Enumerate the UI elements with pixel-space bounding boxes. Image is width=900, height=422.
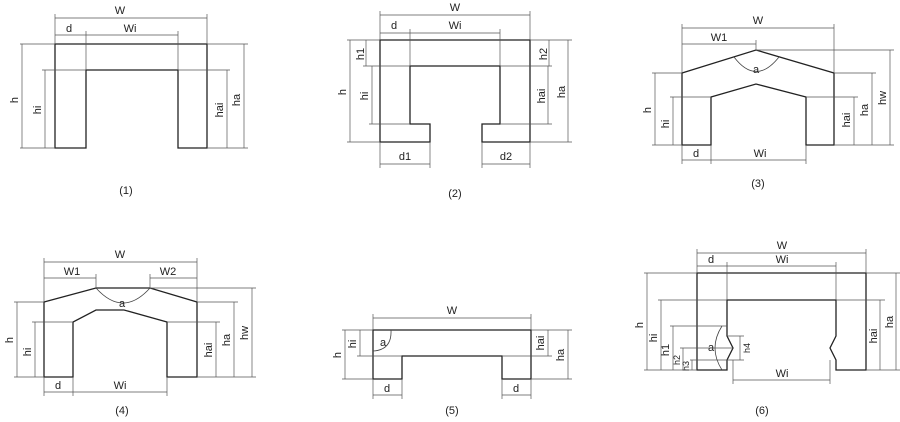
- figure-5-caption: (5): [445, 405, 458, 417]
- fig6-label-W: W: [777, 240, 788, 252]
- figure-5: W h hi a hai ha d d (5): [332, 305, 572, 417]
- figure-2-shape: [379, 39, 531, 143]
- figure-1-dimensions: [20, 14, 248, 149]
- fig1-label-W: W: [115, 5, 126, 17]
- figure-6-shape: [696, 272, 867, 371]
- fig3-label-hai: hai: [841, 113, 853, 128]
- fig2-label-Wi: Wi: [449, 20, 462, 32]
- fig5-label-W: W: [447, 305, 458, 317]
- fig2-label-W: W: [450, 2, 461, 14]
- figure-1-caption: (1): [119, 185, 132, 197]
- figure-2: W d Wi h1 h2 h hi hai ha d1 d2 (2): [337, 2, 572, 200]
- fig2-label-d1: d1: [399, 151, 411, 163]
- figure-4: W W1 W2 a h hi hai ha hw d Wi (4): [4, 249, 256, 417]
- fig6-label-d: d: [708, 254, 714, 266]
- fig5-label-d-left: d: [384, 383, 390, 395]
- fig4-label-W: W: [115, 249, 126, 261]
- fig6-label-h4: h4: [742, 343, 752, 353]
- fig6-label-a: a: [708, 342, 715, 354]
- fig2-label-ha: ha: [556, 85, 568, 98]
- fig6-label-h1: h1: [660, 344, 672, 356]
- fig4-label-hai: hai: [203, 343, 215, 358]
- fig3-label-d: d: [693, 148, 699, 160]
- figure-4-angle-arc: [95, 287, 151, 304]
- fig5-label-hi: hi: [347, 340, 359, 349]
- fig4-label-d: d: [55, 380, 61, 392]
- figure-6-dimensions: [644, 249, 900, 384]
- fig3-label-ha: ha: [859, 103, 871, 116]
- fig1-label-Wi: Wi: [124, 23, 137, 35]
- figure-3-caption: (3): [751, 178, 764, 190]
- figure-5-angle-arc: [372, 329, 392, 352]
- figure-6: W d Wi h hi h1 h2 h3 a h4 hai ha Wi (6): [634, 240, 900, 417]
- fig6-label-ha: ha: [884, 315, 896, 328]
- fig2-label-h: h: [337, 89, 349, 95]
- fig5-label-d-right: d: [513, 383, 519, 395]
- fig3-label-hi: hi: [660, 120, 672, 129]
- fig2-label-h2: h2: [538, 48, 550, 60]
- fig4-label-W1: W1: [64, 266, 81, 278]
- fig4-label-hw: hw: [239, 326, 251, 340]
- fig6-label-Wi-bottom: Wi: [776, 368, 789, 380]
- fig5-label-h: h: [332, 352, 344, 358]
- fig6-label-h: h: [634, 322, 646, 328]
- fig1-label-ha: ha: [231, 93, 243, 106]
- figure-4-caption: (4): [115, 405, 128, 417]
- figure-4-dimensions: [14, 258, 256, 396]
- fig5-label-ha: ha: [555, 348, 567, 361]
- fig3-label-a: a: [753, 64, 760, 76]
- fig2-label-d2: d2: [500, 151, 512, 163]
- figure-5-dimensions: [342, 314, 572, 399]
- fig4-label-Wi: Wi: [114, 380, 127, 392]
- fig2-label-hai: hai: [536, 89, 548, 104]
- figure-1: W d Wi h hi hai ha (1): [9, 5, 248, 197]
- fig6-label-h3: h3: [681, 361, 691, 371]
- fig6-label-h2: h2: [672, 355, 682, 365]
- fig5-label-hai: hai: [535, 336, 547, 351]
- fig4-label-hi: hi: [22, 348, 34, 357]
- fig4-label-W2: W2: [160, 266, 177, 278]
- figure-2-dimensions: [347, 11, 572, 168]
- figure-3-dimensions: [652, 24, 894, 164]
- fig3-label-h: h: [642, 107, 654, 113]
- fig4-label-ha: ha: [221, 333, 233, 346]
- fig1-label-d: d: [66, 23, 72, 35]
- fig6-label-hai: hai: [868, 329, 880, 344]
- fig3-label-W: W: [753, 15, 764, 27]
- fig4-label-h: h: [4, 337, 16, 343]
- fig2-label-d: d: [391, 20, 397, 32]
- fig3-label-W1: W1: [711, 32, 728, 44]
- fig6-label-Wi-top: Wi: [776, 254, 789, 266]
- fig2-label-hi: hi: [359, 92, 371, 101]
- figure-5-shape: [372, 329, 532, 380]
- figure-3-angle-arc: [733, 56, 780, 72]
- figure-3: W W1 a h hi hai ha hw d Wi (3): [642, 15, 894, 190]
- fig2-label-h1: h1: [355, 48, 367, 60]
- figure-2-caption: (2): [448, 188, 461, 200]
- fig3-label-hw: hw: [877, 91, 889, 105]
- figure-1-shape: [54, 43, 208, 149]
- fig1-label-h: h: [9, 97, 21, 103]
- fig5-label-a: a: [380, 337, 387, 349]
- fig1-label-hi: hi: [32, 106, 44, 115]
- fig1-label-hai: hai: [214, 103, 226, 118]
- fig3-label-Wi: Wi: [754, 148, 767, 160]
- fig4-label-a: a: [119, 298, 126, 310]
- fig6-label-hi: hi: [648, 334, 660, 343]
- figure-6-caption: (6): [755, 405, 768, 417]
